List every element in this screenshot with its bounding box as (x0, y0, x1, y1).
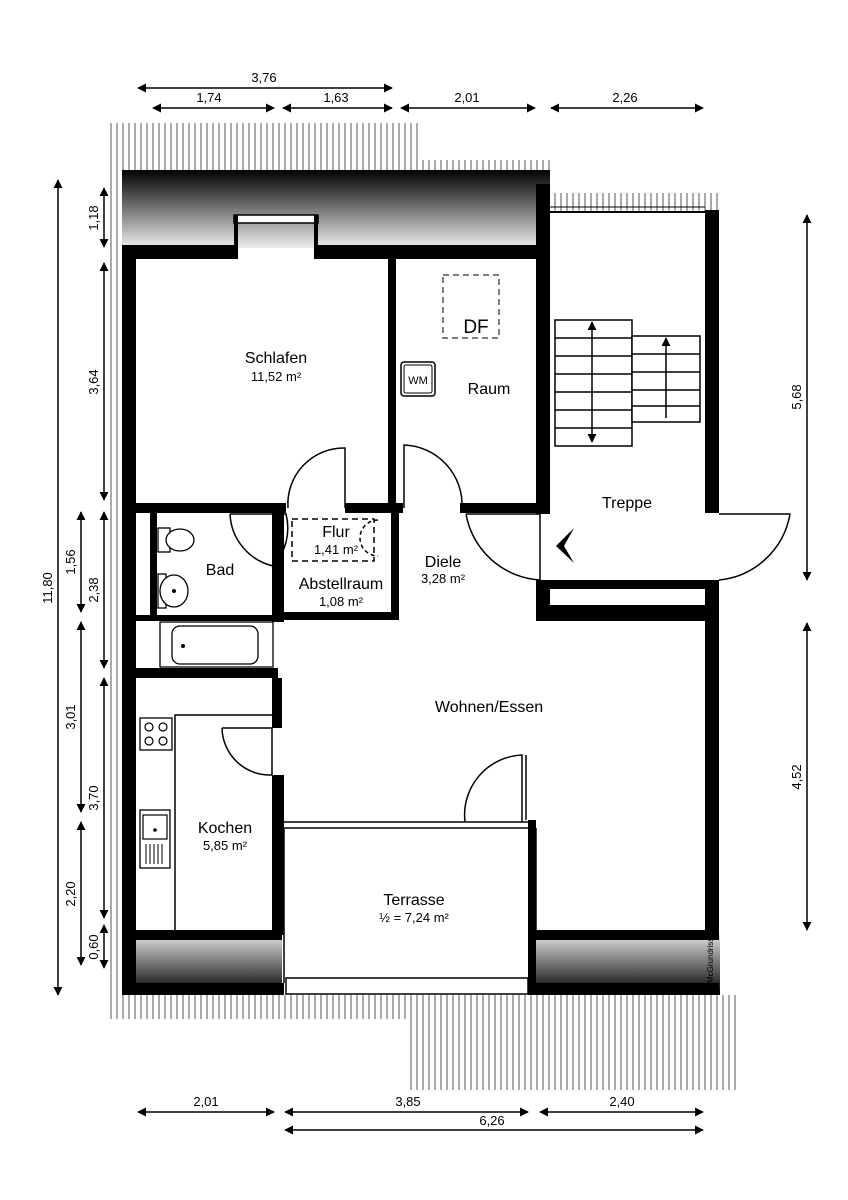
dim-top-4: 2,26 (612, 90, 637, 105)
dim-left-inner-2: 3,70 (86, 785, 101, 810)
room-schlafen-name: Schlafen (245, 350, 307, 367)
dim-left-6: 0,60 (86, 934, 101, 959)
dim-bottom-total: 6,26 (479, 1113, 504, 1128)
window-schlafen (233, 214, 319, 224)
dimension-lines (53, 83, 812, 1135)
room-schlafen-area: 11,52 m² (251, 369, 302, 384)
toilet-icon (157, 527, 195, 553)
room-kochen-area: 5,85 m² (203, 838, 248, 853)
dim-left-inner-1: 2,38 (86, 577, 101, 602)
dim-top-total: 3,76 (251, 70, 276, 85)
roof-shade-top (122, 170, 550, 248)
kitchen-counter (174, 714, 272, 930)
dim-left-1: 1,18 (86, 205, 101, 230)
dim-bottom-1: 2,01 (193, 1094, 218, 1109)
dim-top-2: 1,63 (323, 90, 348, 105)
dim-right-1: 5,68 (789, 384, 804, 409)
dim-left-5: 2,20 (63, 881, 78, 906)
room-wohnen-name: Wohnen/Essen (435, 699, 543, 716)
dim-top-3: 2,01 (454, 90, 479, 105)
dim-left-total: 11,80 (40, 572, 55, 604)
dim-top-1: 1,74 (196, 90, 221, 105)
interior-walls (136, 259, 710, 983)
entrance-arrow-icon (556, 528, 574, 563)
room-abstellraum-name: Abstellraum (299, 576, 383, 593)
dim-left-2: 3,64 (86, 369, 101, 394)
room-flur-name: Flur (322, 524, 350, 541)
room-bad-name: Bad (206, 562, 234, 579)
skylight-df-label: DF (463, 317, 488, 338)
room-terrasse-name: Terrasse (383, 892, 444, 909)
terrace-outline (283, 821, 537, 995)
room-flur-area: 1,41 m² (314, 542, 359, 557)
room-diele-name: Diele (425, 554, 462, 571)
dim-bottom-3: 2,40 (609, 1094, 634, 1109)
dim-left-3: 1,56 (63, 549, 78, 574)
room-raum-name: Raum (468, 381, 511, 398)
room-terrasse-area: ½ = 7,24 m² (379, 910, 449, 925)
stove-icon (139, 717, 173, 751)
dim-right-2: 4,52 (789, 764, 804, 789)
sink-icon (139, 809, 171, 869)
stairs (554, 319, 701, 447)
room-kochen-name: Kochen (198, 820, 252, 837)
room-treppe-name: Treppe (602, 495, 652, 512)
exterior-walls (122, 184, 719, 995)
room-abstellraum-area: 1,08 m² (319, 594, 364, 609)
washbasin-icon (157, 573, 189, 609)
flur-dashed-box (291, 518, 375, 562)
doors (221, 444, 791, 823)
roof-hatching (110, 123, 740, 1090)
watermark: McGrundriss (706, 938, 715, 983)
washing-machine-label: WM (408, 375, 428, 387)
washing-machine-icon (400, 361, 436, 397)
room-diele-area: 3,28 m² (421, 571, 466, 586)
dim-bottom-2: 3,85 (395, 1094, 420, 1109)
dim-left-4: 3,01 (63, 704, 78, 729)
bathtub-icon (159, 621, 274, 668)
